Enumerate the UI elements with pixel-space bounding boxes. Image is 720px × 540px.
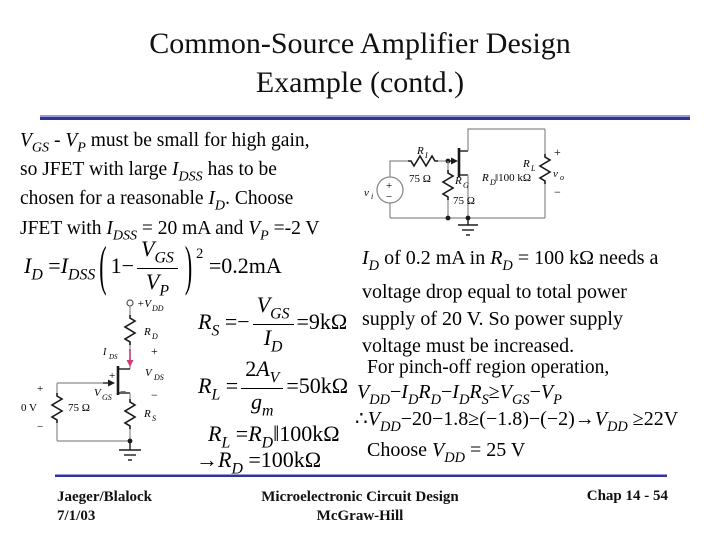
vdd-terminal [126,299,134,307]
title-divider [40,115,690,120]
ids-label: I [102,347,107,358]
vgs-label-sub: GS [102,393,112,402]
source0v-label: 0 V [21,402,37,414]
footer-book: Microelectronic Circuit Design McGraw-Hi… [0,488,720,526]
footer-divider [55,474,667,477]
vo-plus: + [554,145,561,159]
intro-line-2: so JFET with large IDSS has to be [20,159,277,185]
rd-label: R [143,326,151,338]
vdd-choice: Choose VDD = 25 V [367,439,526,466]
ri-value: 75 Ω [409,173,431,185]
intro-line-1: VGS - VP must be small for high gain, [20,130,310,156]
jfet-gate-arrow [108,379,115,387]
pinch-off-inequality: VDD−IDRD−IDRS≥VGS−VP [357,381,562,408]
footer-authors: Jaeger/Blalock 7/1/03 [57,488,152,526]
dc-bias-circuit-diagram: +V DD R D I DS + V DS − + V GS − + 0 V −… [21,298,164,461]
footer-date: 7/1/03 [57,508,96,524]
vds-minus: − [151,388,158,402]
page-title: Common-Source Amplifier Design Example (… [0,24,720,102]
intro-line-4: JFET with IDSS = 20 mA and VP =-2 V [20,217,320,244]
vo-label: v [553,168,558,180]
note-line-4: voltage must be increased. [362,334,575,357]
rd-parallel-label-sub: D [489,178,496,187]
vgs-minus: − [120,386,126,398]
note-line-2: voltage drop equal to total power [362,281,627,304]
ids-label-sub: DS [108,353,118,361]
footer-publisher: McGraw-Hill [316,508,404,524]
vdd-label: +V [137,298,152,310]
rs-label-sub: S [152,414,156,423]
voltage-drop-note: ID of 0.2 mA in RD = 100 kΩ needs a volt… [362,245,658,359]
rs-label: R [143,408,151,420]
vo-minus: − [554,185,561,199]
rl-label-sub: L [530,164,536,173]
resistor-75-input [50,393,64,423]
rd-parallel-label: R [481,172,489,184]
r75-value: 75 Ω [68,402,90,414]
footer-book-title: Microelectronic Circuit Design [261,489,459,505]
intro-line-3: chosen for a reasonable ID. Choose [20,188,294,215]
pinch-off-heading: For pinch-off region operation, [367,357,610,378]
equation-rd-result: →RD =100kΩ [196,447,322,478]
note-line-1: ID of 0.2 mA in RD = 100 kΩ needs a [362,247,659,274]
vdd-label-sub: DD [151,304,164,313]
intro-paragraph: VGS - VP must be small for high gain, so… [20,130,319,247]
footer-chapter-page: Chap 14 - 54 [586,488,668,504]
resistor-rd [123,315,137,345]
resistor-rg [441,170,455,200]
ground-symbol [458,218,478,236]
rl-label: R [522,158,530,170]
source0v-minus: − [37,421,43,433]
source0v-plus: + [37,383,43,395]
ri-label-sub: I [424,151,428,160]
vi-minus: − [386,191,392,203]
rd-parallel-value: ‖100 kΩ [495,172,531,184]
jfet-gate-arrow [451,157,458,165]
ground-symbol [119,441,141,461]
resistor-ri [408,154,438,168]
rg-value: 75 Ω [453,195,475,207]
vo-label-sub: o [560,173,564,182]
ac-equivalent-circuit-diagram: + − v i R I 75 Ω R G 75 Ω R D ‖100 kΩ R … [364,128,564,236]
vi-label: v [364,187,369,199]
vi-plus: + [386,180,392,192]
vdd-inequality-result: ∴VDD−20−1.8≥(−1.8)−(−2)→VDD ≥22V [355,408,679,435]
note-line-3: supply of 20 V. So power supply [362,307,623,330]
resistor-rl [538,154,552,184]
vds-label: V [145,367,153,379]
vds-plus: + [151,344,158,358]
rg-label-sub: G [463,181,469,190]
title-line-2: Example (contd.) [255,66,465,99]
rd-label-sub: D [151,332,158,341]
ri-label: R [416,145,424,157]
title-line-1: Common-Source Amplifier Design [149,27,571,60]
vgs-plus: + [109,370,115,382]
rg-label: R [454,175,462,187]
footer-author-names: Jaeger/Blalock [57,489,152,505]
resistor-rs [123,399,137,429]
vds-label-sub: DS [153,373,164,382]
vgs-label: V [94,387,102,399]
vi-label-sub: i [371,192,373,201]
equation-rl-parallel: RL =RD‖100kΩ [208,421,340,452]
